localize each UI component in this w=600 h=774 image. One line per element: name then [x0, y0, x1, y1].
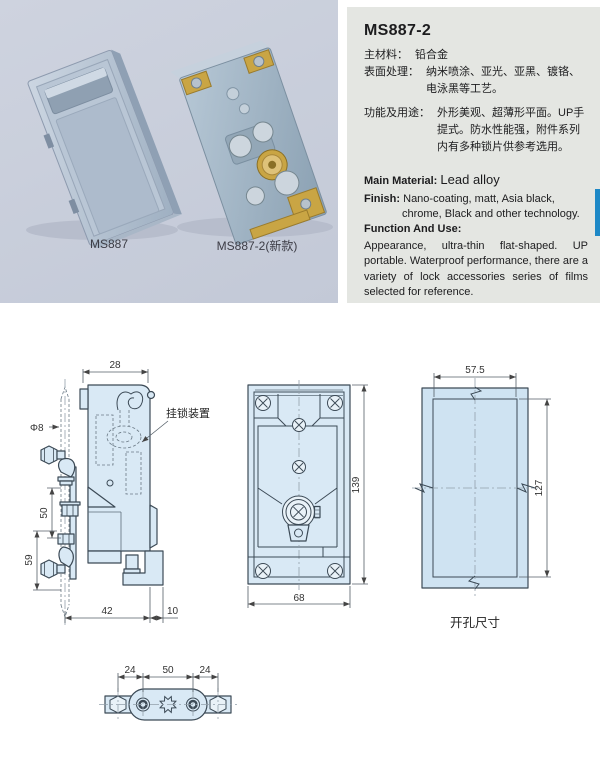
pivot-pin — [146, 390, 156, 400]
drawing-back-view: 139 68 — [247, 380, 368, 608]
dim-strip-24-right: 24 — [199, 665, 211, 676]
spec-row-function-en: Function And Use: Appearance, ultra-thin… — [364, 222, 588, 300]
strip-centerlines — [99, 688, 237, 720]
hex-nut — [245, 186, 265, 206]
small-hole — [106, 479, 114, 487]
side-dimension-lines — [33, 369, 178, 623]
corner-housings — [254, 394, 344, 427]
spec-label: 表面处理： — [364, 66, 419, 79]
wing-lines — [257, 487, 338, 505]
cam-mechanism — [282, 495, 321, 542]
break-marks — [414, 386, 536, 590]
cutout-dimension-lines — [433, 373, 551, 578]
dim-height-139: 139 — [351, 476, 362, 493]
top-band — [255, 389, 343, 396]
drawing-mounting-strip: 24 50 24 — [99, 665, 237, 721]
dim-strip-50: 50 — [162, 665, 174, 676]
hex-nut — [274, 170, 300, 196]
bottom-section-lines — [248, 547, 350, 558]
dim-width-68: 68 — [293, 593, 305, 604]
spec-row-finish-cn: 表面处理： 纳米喷涂、亚光、亚黑、镀铬、电泳黑等工艺。 — [364, 64, 588, 98]
spec-row-material-cn: 主材料： 铅合金 — [364, 47, 588, 64]
cavity-outline — [257, 425, 338, 548]
cutout-caption: 开孔尺寸 — [450, 616, 500, 630]
drawing-side-view: 28 Φ8 50 59 42 10 挂锁装置 — [25, 360, 210, 625]
spec-row-function-cn: 功能及用途： 外形美观、超薄形平面。UP手提式。防水性能强，附件系列内有多种锁片… — [364, 105, 588, 156]
spec-value: Nano-coating, matt, Asia black, chrome, … — [402, 192, 580, 221]
spec-label: Main Material: — [364, 175, 438, 188]
spec-label: Finish: — [364, 192, 401, 205]
dim-span-50: 50 — [39, 507, 50, 519]
side-view-body — [69, 384, 164, 586]
drawing-cutout: 57.5 127 开孔尺寸 — [412, 365, 551, 630]
spec-block-english: Main Material: Lead alloy Finish: Nano-c… — [364, 171, 588, 300]
spec-panel: MS887-2 主材料： 铅合金 表面处理： 纳米喷涂、亚光、亚黑、镀铬、电泳黑… — [347, 7, 600, 303]
dim-strip-24-left: 24 — [124, 665, 136, 676]
photo-label-ms887: MS887 — [89, 237, 129, 251]
strip-dimension-lines — [117, 673, 219, 692]
dim-base-42: 42 — [101, 606, 113, 617]
center-screws — [292, 418, 306, 474]
dim-cutout-width: 57.5 — [465, 365, 485, 376]
spec-value: 外形美观、超薄形平面。UP手提式。防水性能强，附件系列内有多种锁片供参考选用。 — [437, 107, 585, 154]
product-ms887 — [27, 49, 182, 249]
dim-width-28: 28 — [109, 360, 121, 371]
back-dimension-lines — [247, 384, 368, 608]
corner-screws — [255, 395, 343, 579]
dim-pin-diameter: Φ8 — [30, 423, 44, 434]
hex-nut — [252, 121, 274, 143]
body-internal-line — [88, 511, 122, 551]
dim-base-10: 10 — [167, 606, 179, 617]
spec-row-finish-en: Finish: Nano-coating, matt, Asia black, … — [364, 192, 588, 223]
product-ms887-2 — [170, 40, 327, 245]
foot-bolt — [123, 554, 141, 574]
spec-value: 纳米喷涂、亚光、亚黑、镀铬、电泳黑等工艺。 — [426, 66, 580, 96]
blue-accent-bar — [595, 189, 600, 236]
spec-value: Lead alloy — [440, 172, 500, 188]
padlock-callout-label: 挂锁装置 — [166, 406, 210, 420]
spec-value: Appearance, ultra-thin flat-shaped. UP p… — [364, 239, 588, 299]
spec-row-material-en: Main Material: Lead alloy — [364, 171, 588, 189]
spec-label: Function And Use: — [364, 223, 462, 236]
mounting-bolts — [40, 445, 81, 579]
hidden-detail-lines — [95, 410, 142, 495]
padlock-hook — [116, 391, 144, 411]
product-model-title: MS887-2 — [364, 22, 432, 39]
product-photo-panel: MS887 MS887-2(新款) — [0, 0, 338, 303]
dim-cutout-height: 127 — [534, 479, 545, 496]
photo-label-ms887-2: MS887-2(新款) — [216, 239, 298, 253]
spec-label: 主材料： — [364, 49, 408, 61]
dim-span-59: 59 — [25, 554, 35, 566]
hex-nut — [228, 134, 252, 158]
spec-label: 功能及用途： — [364, 107, 430, 120]
spec-value: 铅合金 — [415, 49, 448, 61]
product-photo-illustration — [26, 40, 333, 249]
